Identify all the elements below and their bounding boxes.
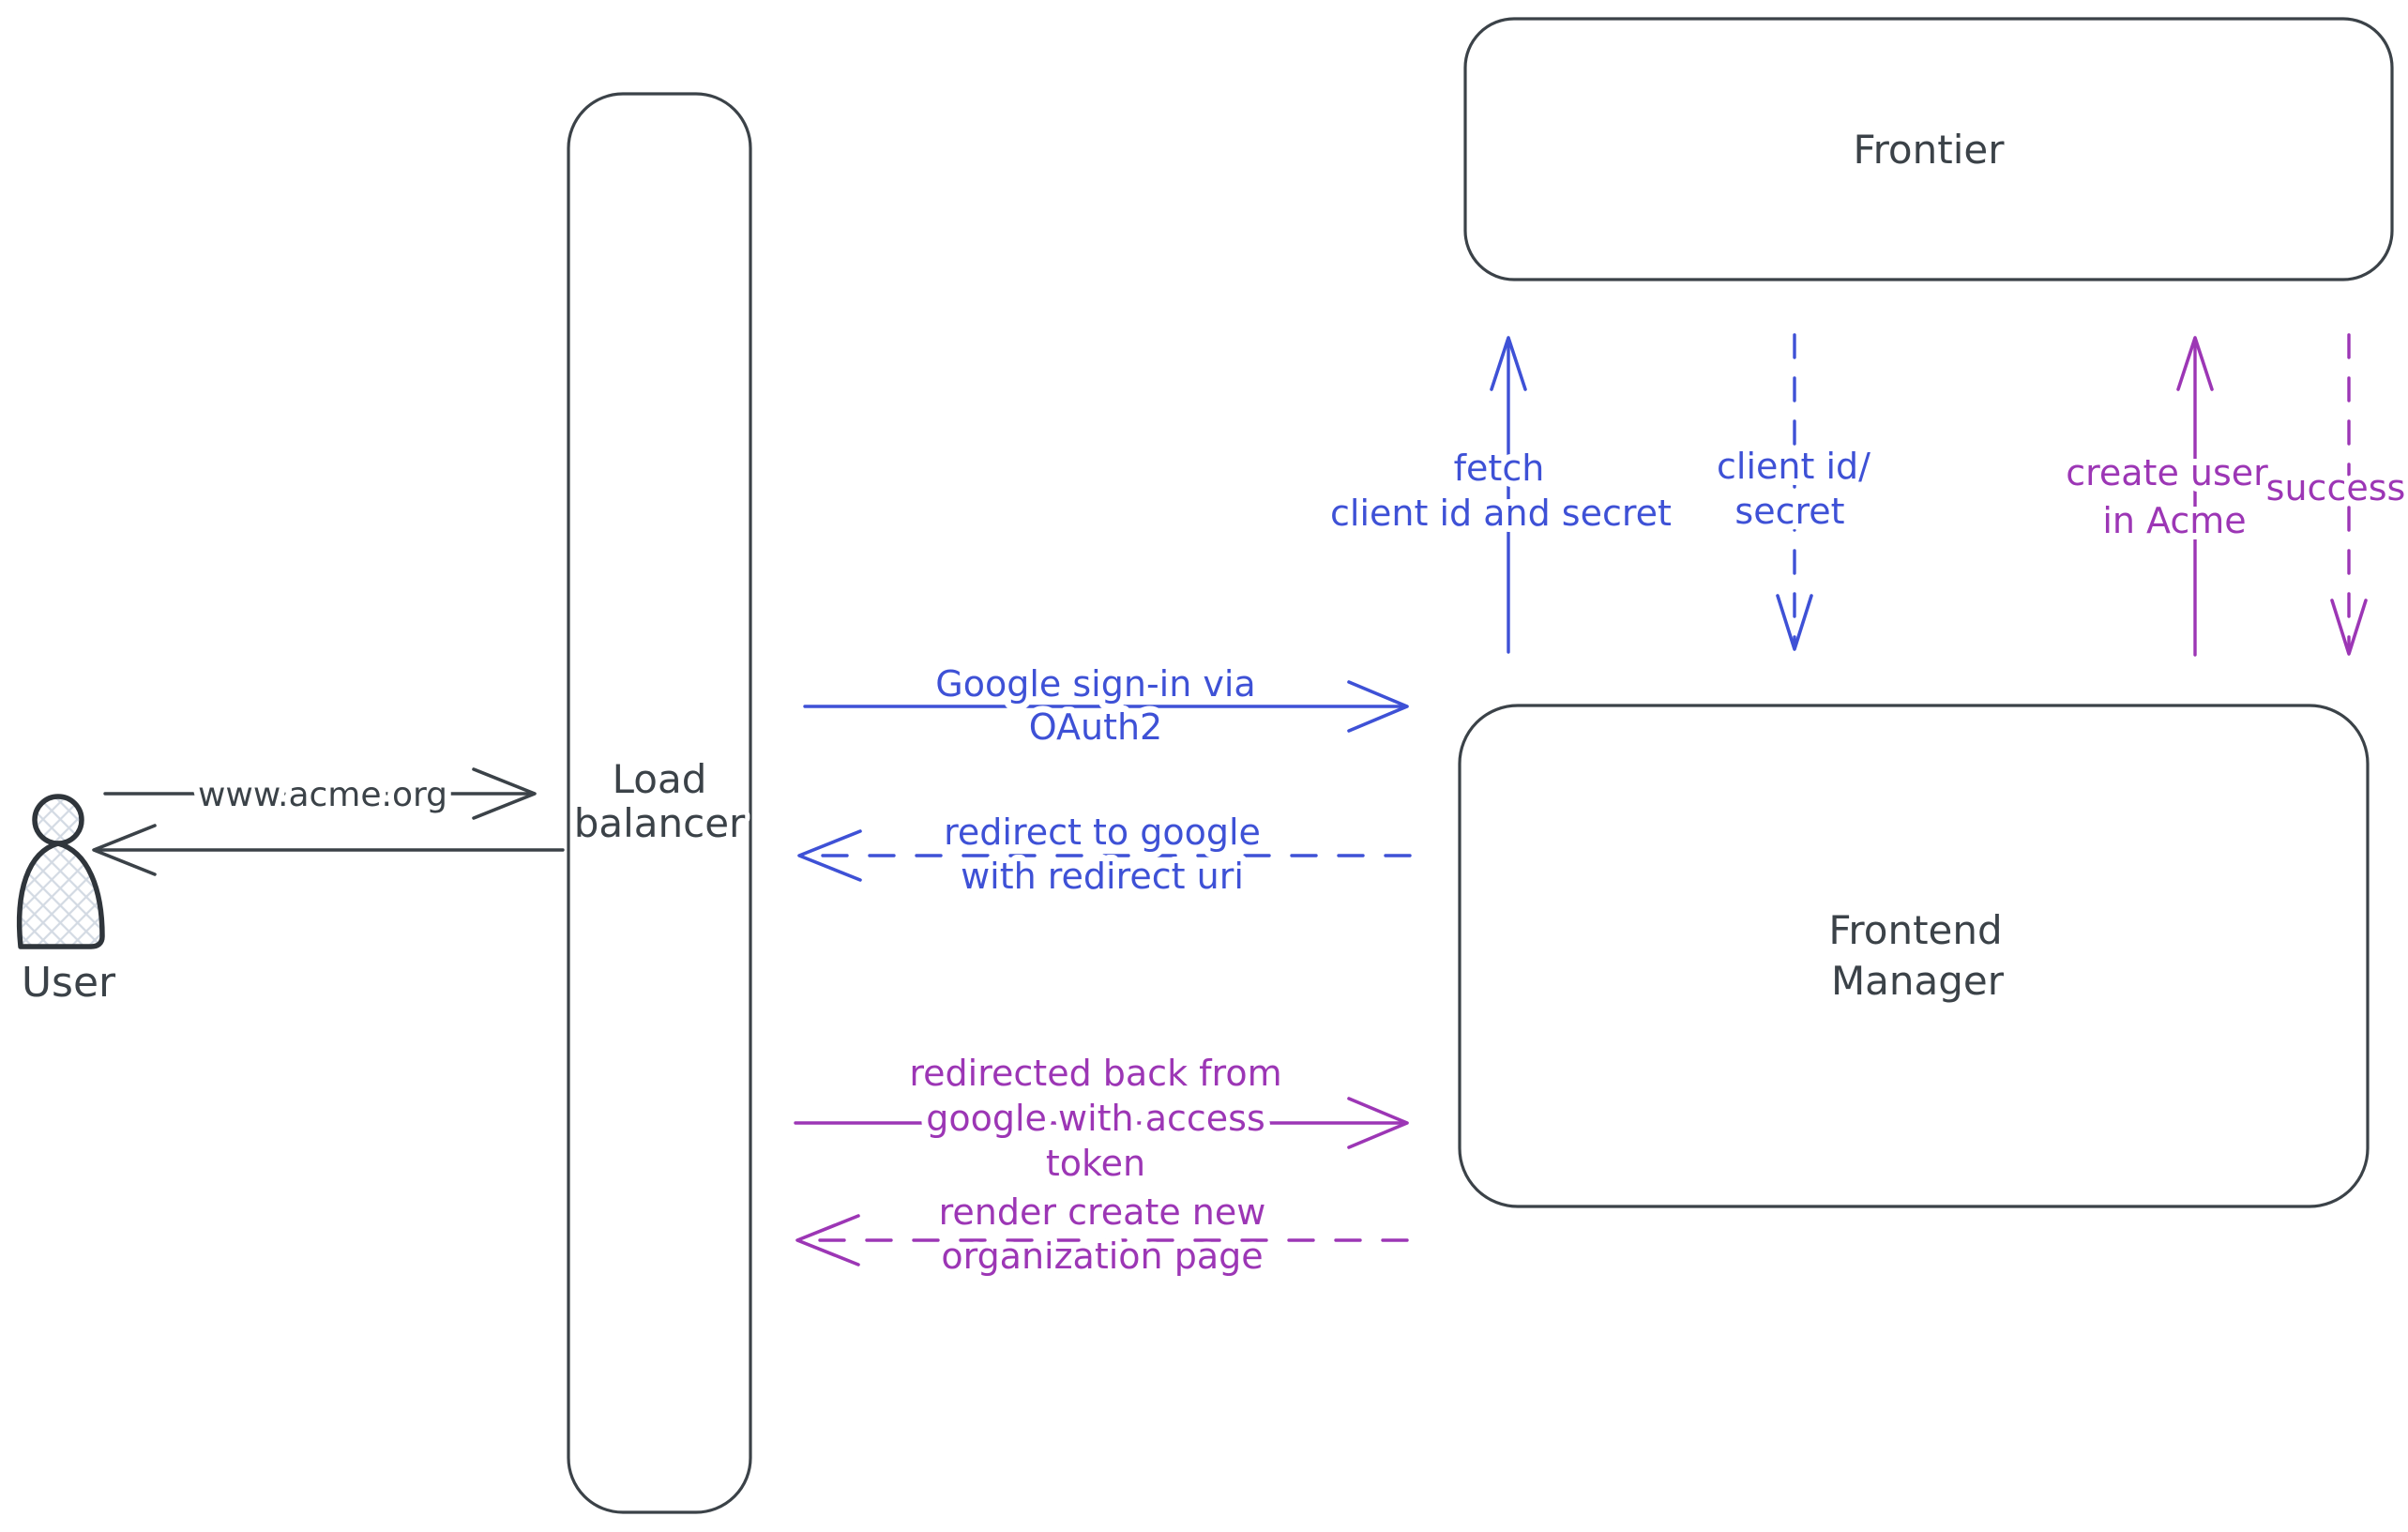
client-id-secret-label-line1: client id/ <box>1717 446 1870 487</box>
google-signin-label-line2: OAuth2 <box>1029 706 1162 748</box>
google-signin-label-line1: Google sign-in via <box>935 663 1255 705</box>
user-icon-head <box>32 794 84 846</box>
fetch-client-secret-label-line2: client id and secret <box>1330 493 1672 534</box>
redirected-back-label-line2: google with access <box>926 1098 1265 1139</box>
arrow-create-user: create user in Acme <box>2059 336 2275 657</box>
load-balancer-label-line1: Load <box>613 756 707 802</box>
load-balancer-label-line2: balancer <box>574 800 746 846</box>
node-frontend-manager: Frontend Manager <box>1458 704 2370 1208</box>
fetch-client-secret-label-line1: fetch <box>1454 447 1545 489</box>
redirect-to-google-label-line1: redirect to google <box>944 812 1261 853</box>
redirected-back-label-line1: redirected back from <box>909 1053 1281 1094</box>
frontend-manager-box <box>1458 704 2370 1208</box>
arrow-success: success <box>2260 333 2408 656</box>
success-label: success <box>2266 467 2406 508</box>
arrow-www-request: www.acme.org <box>103 767 537 821</box>
arrow-google-signin: Google sign-in via OAuth2 <box>803 657 1409 754</box>
create-user-label-line1: create user <box>2066 452 2268 493</box>
load-balancer-box <box>567 92 752 1514</box>
client-id-secret-label-line2: secret <box>1734 491 1844 532</box>
frontend-manager-label-line1: Frontend <box>1828 907 2002 953</box>
arrow-redirected-back: redirected back from google with access … <box>794 1046 1409 1191</box>
arrow-www-response <box>92 824 565 876</box>
redirected-back-label-line3: token <box>1046 1143 1145 1184</box>
arrow-redirect-to-google: redirect to google with redirect uri <box>797 805 1412 903</box>
arrow-client-id-secret: client id/ secret <box>1710 333 1877 651</box>
user-actor: User <box>16 794 121 1011</box>
node-load-balancer: Load balancer <box>567 92 752 1514</box>
redirect-to-google-label-line2: with redirect uri <box>961 856 1244 897</box>
node-frontier: Frontier <box>1463 17 2394 281</box>
create-user-label-line2: in Acme <box>2102 500 2246 541</box>
user-label: User <box>22 959 116 1007</box>
render-org-page-label-line2: organization page <box>941 1236 1263 1277</box>
user-icon-body <box>16 841 105 949</box>
frontier-label: Frontier <box>1853 127 2005 173</box>
www-request-label: www.acme.org <box>198 776 447 814</box>
render-org-page-label-line1: render create new <box>939 1191 1266 1233</box>
arrow-render-org-page: render create new organization page <box>795 1185 1409 1283</box>
frontend-manager-label-line2: Manager <box>1831 958 2005 1004</box>
frontier-box <box>1463 17 2394 281</box>
arrow-fetch-client-secret: fetch client id and secret <box>1324 336 1678 654</box>
